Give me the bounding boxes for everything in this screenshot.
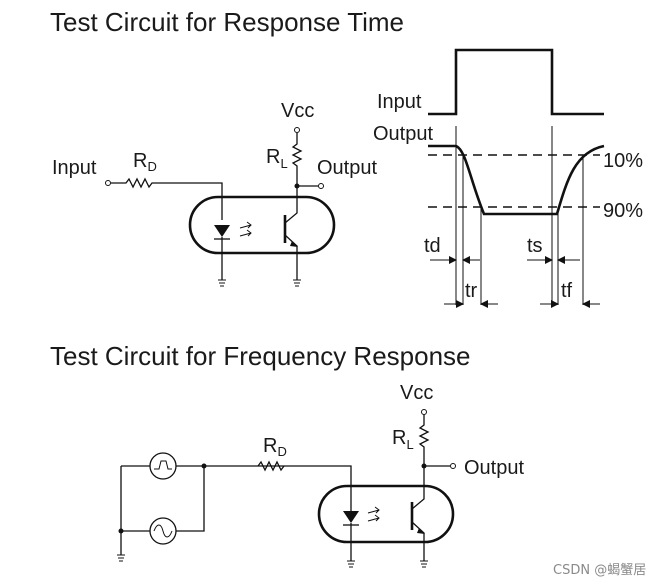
wf-output-label: Output [373,123,433,145]
rt-output-label: Output [317,157,377,179]
fr-vcc-label: Vcc [400,382,433,404]
frequency-response-circuit: RD Vcc RL Output [117,382,524,568]
fr-optocoupler-body [317,484,455,544]
rt-input-label: Input [52,157,97,179]
fr-ground-right [420,560,428,568]
fr-pulse-source-icon [149,452,177,480]
rt-rd-resistor-wire [111,177,223,220]
rt-rd-label: RD [133,150,157,174]
fr-rl-label: RL [392,427,414,452]
fr-led-icon [343,511,359,523]
wf-td-label: td [424,235,441,257]
rt-led-icon [214,225,230,237]
rt-rl-label: RL [266,146,288,171]
fr-rd-label: RD [263,435,287,459]
fr-source-loop [120,466,205,555]
fr-rd-resistor [257,460,285,472]
fr-ground-source [117,554,125,562]
wf-ts-label: ts [527,235,543,257]
rt-ground-right [293,279,301,287]
fr-ground-left [347,560,355,568]
wf-input-pulse [428,48,604,116]
fr-rl-resistor [418,415,450,467]
frequency-response-title: Test Circuit for Frequency Response [50,341,471,371]
rt-ground-left [218,279,226,287]
rt-light-arrows-icon [239,221,252,237]
wf-10pct-label: 10% [603,150,643,172]
wf-output-curve [428,144,605,216]
rt-rl-resistor [291,133,318,187]
response-time-waveform: Input Output 10% 90% td ts tr tf [373,48,643,308]
wf-90pct-label: 90% [603,200,643,222]
fr-light-arrows-icon [367,506,380,522]
wf-tf-label: tf [561,280,573,302]
fr-output-label: Output [464,457,524,479]
fr-sine-source-icon [149,517,177,545]
rt-optocoupler-body [188,195,336,255]
wf-tr-label: tr [465,280,478,302]
rt-input-terminal [105,180,111,186]
fr-signal-wire [121,465,352,515]
response-time-title: Test Circuit for Response Time [50,7,404,37]
rt-vcc-label: Vcc [281,100,314,122]
response-time-circuit: Input RD Vcc RL Output [52,100,377,287]
wf-input-label: Input [377,91,422,113]
watermark: CSDN @蝎蟹居 [553,563,646,578]
